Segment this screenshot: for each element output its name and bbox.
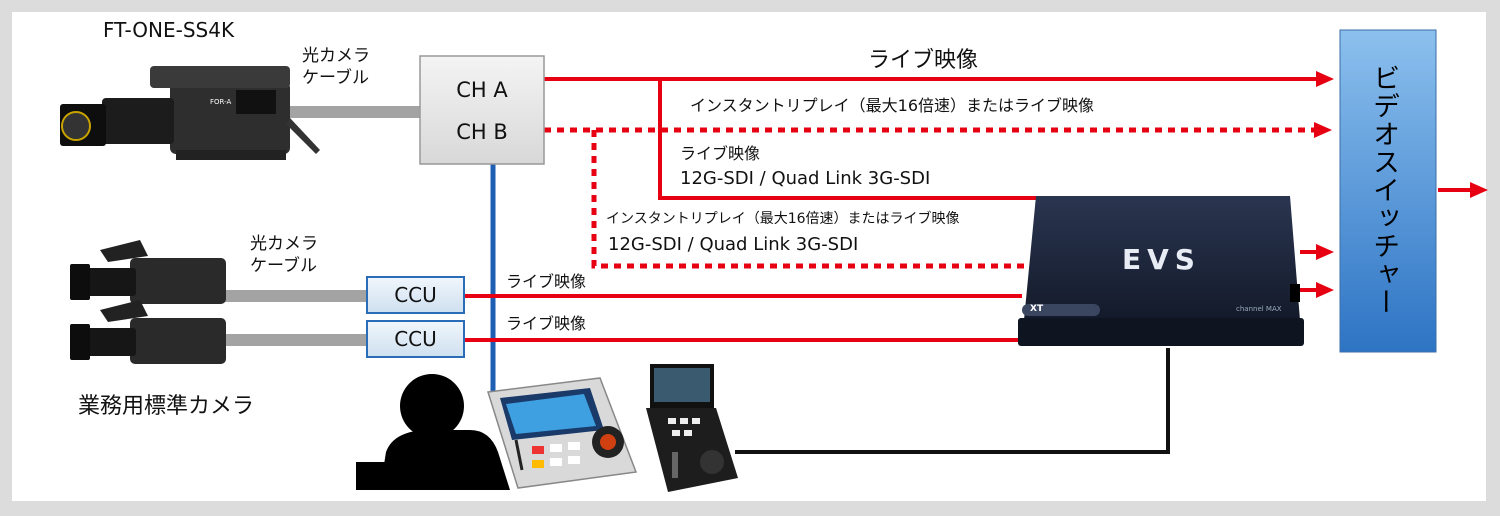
- live-line-to-server: [658, 79, 1060, 200]
- channel-box: [419, 55, 545, 165]
- replay-controller: [487, 377, 638, 489]
- video-switcher-box: [1339, 29, 1437, 353]
- highspeed-camera: FOR-A: [60, 66, 320, 160]
- server-out-1-arrow: [1316, 244, 1334, 260]
- ccu1-live-label: ライブ映像: [506, 272, 587, 291]
- ccu2-live-label: ライブ映像: [506, 314, 587, 333]
- video-switcher-label: ビデオスイッチャー: [1368, 64, 1399, 316]
- optical-cable-label-bottom-1: 光カメラ: [250, 234, 318, 254]
- server-out-2-arrow: [1316, 282, 1334, 298]
- main-camera-name: FT-ONE-SS4K: [103, 18, 235, 42]
- optical-cable-label-top-2: ケーブル: [302, 68, 369, 88]
- ccu-2-label: CCU: [394, 327, 437, 351]
- operator-icon: [356, 374, 510, 490]
- standard-camera-1: [70, 240, 226, 304]
- optical-cable-label-bottom-2: ケーブル: [250, 256, 317, 276]
- optical-cable-top: [290, 106, 420, 118]
- replay-or-live-lower-label: インスタントリプレイ（最大16倍速）またはライブ映像: [606, 211, 960, 227]
- ccu-1-label: CCU: [394, 283, 437, 307]
- optical-cable-bottom-2: [225, 334, 367, 346]
- server-badge: XT: [1030, 304, 1044, 314]
- remote-controller: [646, 364, 738, 492]
- channel-b-label: CH B: [456, 120, 508, 144]
- live-video-mid-label: ライブ映像: [680, 144, 761, 163]
- standard-camera-2: [70, 300, 226, 364]
- replay-line-to-server: [591, 130, 1024, 269]
- server-badge-2: channel MAX: [1236, 305, 1282, 313]
- sdi-mid-label: 12G-SDI / Quad Link 3G-SDI: [680, 168, 931, 189]
- live-video-top-label: ライブ映像: [868, 48, 979, 73]
- svg-text:FOR-A: FOR-A: [210, 98, 231, 106]
- controller-cable: [735, 348, 1170, 454]
- ccu-box-1: [366, 276, 465, 314]
- server-logo: EVS: [1122, 243, 1201, 276]
- optical-cable-bottom-1: [225, 290, 367, 302]
- switcher-out-arrow: [1470, 182, 1488, 198]
- replay-or-live-top-label: インスタントリプレイ（最大16倍速）またはライブ映像: [690, 96, 1095, 115]
- ccu-box-2: [366, 320, 465, 358]
- standard-cameras-label: 業務用標準カメラ: [78, 394, 255, 419]
- arrowhead-top: [1316, 71, 1334, 87]
- replay-server: [1018, 196, 1304, 346]
- optical-cable-label-top-1: 光カメラ: [302, 46, 370, 66]
- sdi-lower-label: 12G-SDI / Quad Link 3G-SDI: [608, 234, 859, 255]
- channel-a-label: CH A: [456, 78, 508, 102]
- arrowhead-replay: [1314, 122, 1332, 138]
